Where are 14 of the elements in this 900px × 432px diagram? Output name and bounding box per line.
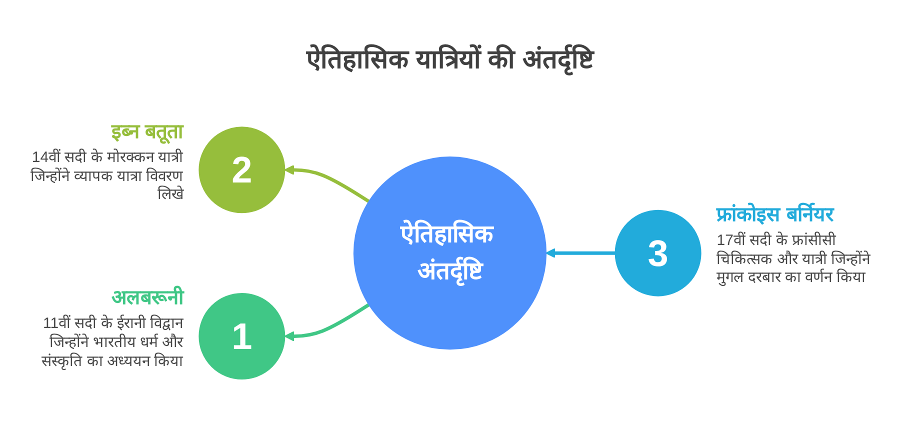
- diagram-title: ऐतिहासिक यात्रियों की अंतर्दृष्टि: [306, 43, 594, 76]
- node-circle: ऐतिहासिक अंतर्दृष्टि: [353, 156, 547, 350]
- arrow: [284, 303, 370, 342]
- description-text: 17वीं सदी के फ्रांसीसी चिकित्सक और यात्री जिन्होंने मुगल दरबार का वर्णन किया: [716, 232, 872, 288]
- arrow: [546, 248, 616, 258]
- traveler-name: इब्न बतूता: [112, 120, 184, 145]
- description-text: 14वीं सदी के मोरक्कन यात्री जिन्होंने व्यापक यात्रा विवरण लिखे: [30, 148, 184, 206]
- node-circle: 2: [198, 126, 286, 214]
- traveler-name: फ्रांकोइस बर्नियर: [716, 202, 834, 228]
- description-text: 11वीं सदी के ईरानी विद्वान जिन्होंने भारतीय धर्म और संस्कृति का अध्ययन किया: [40, 315, 184, 372]
- node-circle: 1: [198, 292, 286, 380]
- traveler-name: अलबरूनी: [111, 285, 184, 312]
- node-circle: 3: [614, 210, 702, 296]
- arrow: [284, 164, 370, 203]
